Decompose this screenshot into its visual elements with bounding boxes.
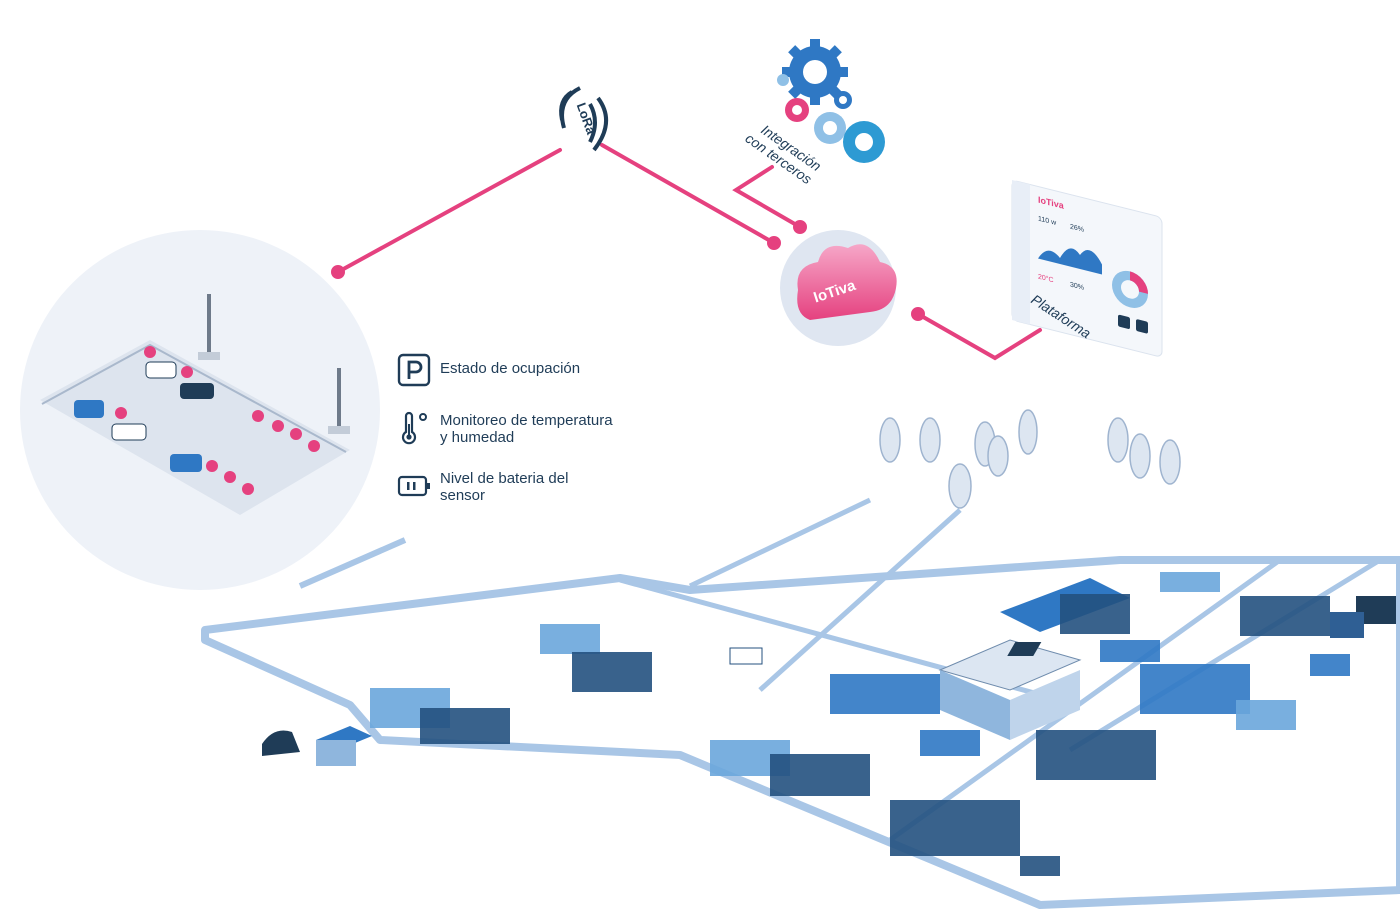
gear-icon (777, 74, 789, 86)
platform-dashboard: IoTiva 110 w 26% 20°C 30% (1011, 180, 1163, 357)
legend-item-battery: Nivel de bateria del sensor (396, 468, 676, 504)
legend-label: Monitoreo de temperatura y humedad (440, 412, 613, 446)
line-dot (331, 265, 345, 279)
feature-legend: Estado de ocupación Monitoreo de tempera… (396, 352, 676, 526)
parked-car (74, 400, 104, 418)
integration-gears-icon: Integración con terceros (743, 39, 885, 187)
dashboard-value-b: 26% (1070, 223, 1085, 235)
parked-car (180, 383, 214, 399)
parking-zoom-circle (20, 230, 407, 590)
parking-lot-map (201, 409, 1400, 909)
street-lamp (207, 294, 211, 356)
legend-item-occupancy: Estado de ocupación (396, 352, 676, 388)
parked-car (145, 361, 177, 379)
dashboard-value-c: 20°C (1038, 273, 1054, 285)
legend-label: Nivel de bateria del sensor (440, 470, 569, 504)
gear-icon (843, 121, 885, 163)
line-dot (767, 236, 781, 250)
battery-icon (397, 475, 430, 497)
gear-icon (785, 98, 809, 122)
line-lora-to-cloud (600, 143, 776, 245)
tree-cluster (879, 409, 1181, 509)
line-cloud-to-platform (916, 312, 1042, 361)
dashboard-value-d: 30% (1070, 281, 1085, 293)
parking-sensors (115, 346, 320, 495)
parked-car-fleet (370, 572, 1350, 876)
parking-icon (397, 353, 431, 387)
lora-icon: LoRa (559, 86, 608, 152)
line-dot (793, 220, 807, 234)
parked-car (111, 423, 147, 441)
small-building (1330, 596, 1396, 638)
line-integration-to-cloud (732, 165, 802, 229)
legend-item-temperature: Monitoreo de temperatura y humedad (396, 410, 676, 446)
thermometer-icon (401, 411, 427, 445)
small-building (262, 726, 372, 766)
gear-icon (814, 112, 846, 144)
cloud-platform: IoTiva (780, 230, 897, 346)
street-lamp (337, 368, 341, 430)
line-dot (911, 307, 925, 321)
connector-lines (331, 143, 1042, 361)
line-parking-to-lora (336, 148, 562, 274)
gear-icon (834, 91, 852, 109)
legend-label: Estado de ocupación (440, 360, 581, 377)
parked-car (170, 454, 202, 472)
lora-label: LoRa (574, 101, 599, 137)
